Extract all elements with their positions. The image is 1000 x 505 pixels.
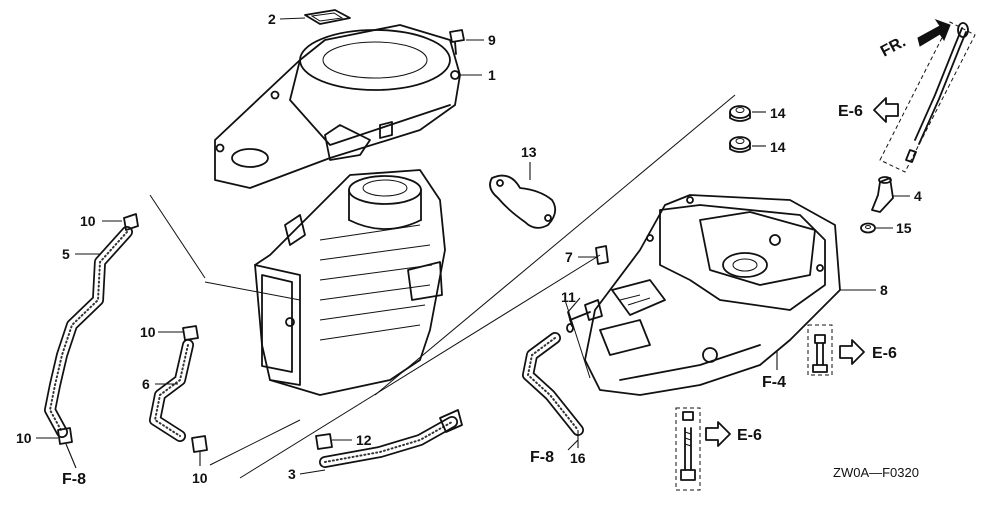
callout-9: 9 bbox=[488, 32, 496, 48]
callout-6: 6 bbox=[142, 376, 150, 392]
nut-part-14-lower bbox=[729, 136, 751, 153]
callout-5: 5 bbox=[62, 246, 70, 262]
hose-part-6 bbox=[149, 339, 194, 442]
washer-part-15 bbox=[860, 222, 876, 234]
clip-part-7 bbox=[595, 245, 609, 265]
callout-10-mid: 10 bbox=[140, 324, 156, 340]
callout-14-top: 14 bbox=[770, 105, 786, 121]
callout-12: 12 bbox=[356, 432, 372, 448]
arrow-e6-mid bbox=[839, 339, 865, 365]
callout-10-bottom: 10 bbox=[192, 470, 208, 486]
assembly-outline-lines bbox=[149, 94, 736, 479]
dipstick-tube-part-4 bbox=[871, 176, 894, 213]
ref-f4: F-4 bbox=[762, 374, 786, 391]
hose-part-16 bbox=[522, 332, 584, 436]
dipstick-assembly bbox=[879, 21, 976, 173]
callout-3: 3 bbox=[288, 466, 296, 482]
engine-cover-upper bbox=[214, 24, 461, 189]
callout-4: 4 bbox=[914, 188, 922, 204]
front-direction-arrow bbox=[917, 19, 951, 47]
callout-2: 2 bbox=[268, 11, 276, 27]
bolt-box-right bbox=[807, 324, 833, 376]
nut-part-14-upper bbox=[729, 105, 751, 122]
callout-10-top: 10 bbox=[80, 213, 96, 229]
ref-f8-left: F-8 bbox=[62, 471, 86, 488]
figure-code: ZW0A—F0320 bbox=[833, 465, 919, 480]
ref-e6-top: E-6 bbox=[838, 103, 863, 120]
clamp-part-10-top bbox=[123, 213, 139, 231]
bolt-part-9 bbox=[449, 29, 465, 55]
hose-part-3 bbox=[319, 409, 463, 468]
callout-15: 15 bbox=[896, 220, 912, 236]
leader-lines bbox=[36, 17, 910, 475]
clamp-part-10-left-bottom bbox=[57, 427, 73, 445]
callout-16: 16 bbox=[570, 450, 586, 466]
arrow-e6-bot bbox=[705, 421, 731, 447]
clamp-part-12 bbox=[315, 433, 333, 450]
bracket-part-13 bbox=[489, 174, 557, 229]
callout-11: 11 bbox=[561, 289, 576, 305]
callout-labels: 1 2 9 10 5 10 6 10 10 3 12 13 7 11 14 14… bbox=[16, 11, 922, 488]
callout-10-left-bottom: 10 bbox=[16, 430, 32, 446]
callout-14-bottom: 14 bbox=[770, 139, 786, 155]
ref-e6-bot: E-6 bbox=[737, 427, 762, 444]
callout-7: 7 bbox=[565, 249, 573, 265]
clamp-part-10-bottom bbox=[191, 435, 208, 453]
pin-part-11 bbox=[566, 311, 574, 333]
seal-part-2 bbox=[304, 9, 351, 25]
engine-block bbox=[254, 169, 446, 396]
lower-case bbox=[569, 194, 841, 396]
clamp-part-10-mid bbox=[182, 325, 199, 341]
bolt-box-bottom bbox=[675, 407, 701, 491]
callout-8: 8 bbox=[880, 282, 888, 298]
hose-part-5 bbox=[44, 226, 133, 438]
arrow-e6-top bbox=[873, 97, 899, 123]
front-label: FR. bbox=[878, 33, 909, 60]
ref-f8-mid: F-8 bbox=[530, 449, 554, 466]
callout-1: 1 bbox=[488, 67, 496, 83]
ref-e6-mid: E-6 bbox=[872, 345, 897, 362]
callout-13: 13 bbox=[521, 144, 537, 160]
